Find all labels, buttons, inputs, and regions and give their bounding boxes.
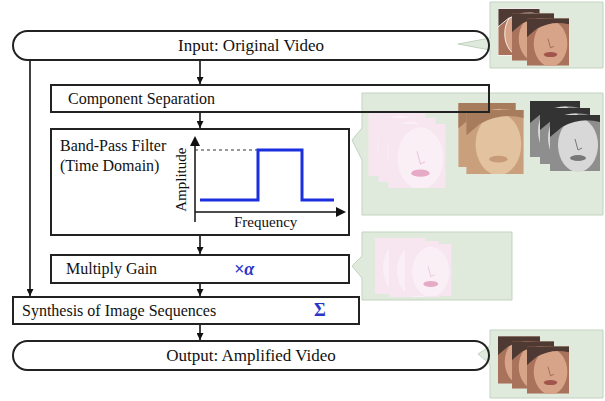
node-label: Multiply Gain xyxy=(66,259,157,279)
axis-label: Frequency xyxy=(234,214,297,231)
callout-panel xyxy=(352,232,512,300)
filter-box: Band-Pass Filter (Time Domain) xyxy=(50,128,350,236)
callout-panel xyxy=(478,330,603,398)
gain-symbol: Σ xyxy=(314,299,326,322)
node-label: Output: Amplified Video xyxy=(166,345,336,366)
flow-arrow xyxy=(199,325,201,340)
callout-panel xyxy=(458,2,603,68)
node-label: Input: Original Video xyxy=(178,35,324,56)
node-label: Band-Pass Filter (Time Domain) xyxy=(60,136,182,176)
node-label: Synthesis of Image Sequences xyxy=(22,301,216,321)
flow-arrow xyxy=(199,284,201,296)
flow-arrow xyxy=(199,61,201,84)
axis-label: Amplitude xyxy=(173,148,190,212)
process-box: Synthesis of Image Sequences Σ xyxy=(12,296,360,325)
flow-arrow xyxy=(199,236,201,254)
process-box: Multiply Gain ×α xyxy=(50,254,350,284)
input-terminal: Input: Original Video xyxy=(12,30,490,61)
output-terminal: Output: Amplified Video xyxy=(12,340,490,371)
flow-arrow xyxy=(199,113,201,128)
node-label: Component Separation xyxy=(68,89,215,109)
gain-symbol: ×α xyxy=(234,258,254,281)
flow-arrow xyxy=(29,61,31,296)
process-box: Component Separation xyxy=(50,84,490,113)
filter-graph xyxy=(190,136,346,222)
